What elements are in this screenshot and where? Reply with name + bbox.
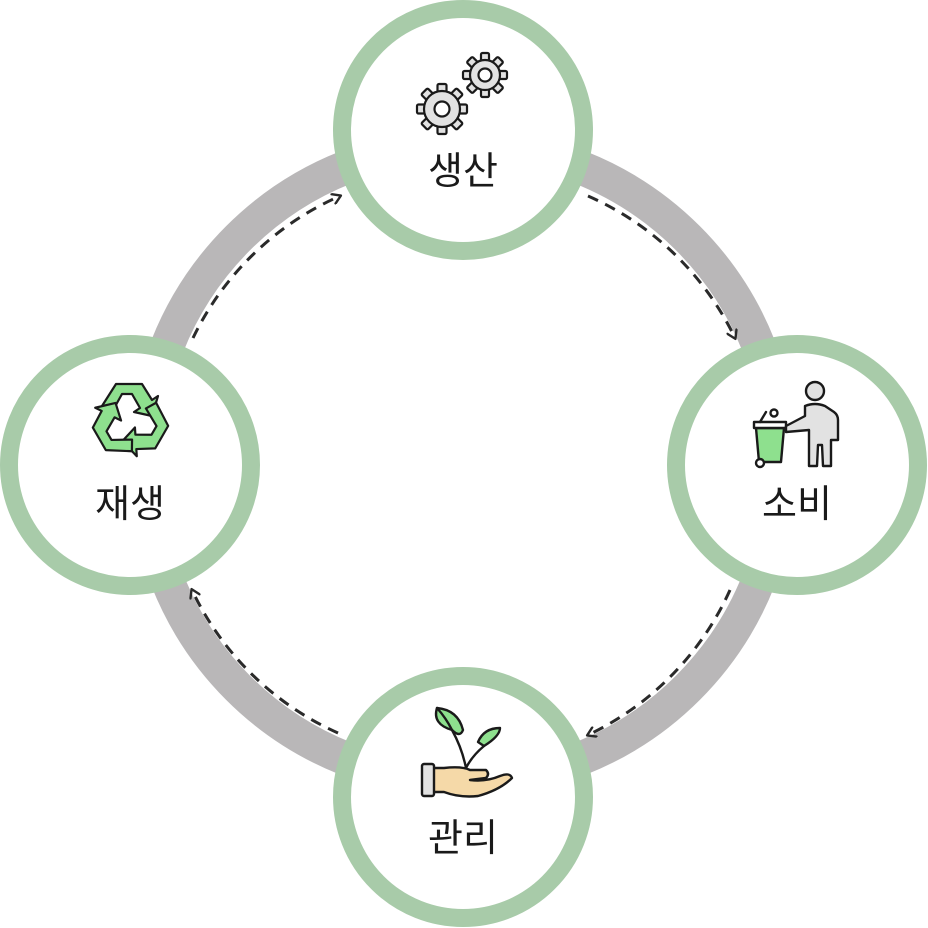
node-production[interactable]: 생산 <box>333 0 593 260</box>
recycle-icon <box>91 382 170 458</box>
node-label-consumption: 소비 <box>762 482 832 526</box>
arrow-recycling-to-production <box>191 196 340 339</box>
node-consumption[interactable]: 소비 <box>667 335 927 595</box>
person-disposing-trash-icon <box>752 380 840 469</box>
node-circle <box>0 335 260 595</box>
gears-icon <box>415 51 509 136</box>
arrow-consumption-to-management <box>588 589 732 735</box>
node-label-production: 생산 <box>428 149 498 193</box>
node-label-management: 관리 <box>428 816 498 860</box>
node-label-recycling: 재생 <box>95 482 165 526</box>
node-circle <box>333 0 593 260</box>
arrow-management-to-recycling <box>192 590 339 735</box>
hand-holding-sprout-icon <box>420 706 514 798</box>
node-recycling[interactable]: 재생 <box>0 335 260 595</box>
node-circle <box>667 335 927 595</box>
arrow-production-to-consumption <box>587 194 735 338</box>
node-management[interactable]: 관리 <box>333 667 593 927</box>
